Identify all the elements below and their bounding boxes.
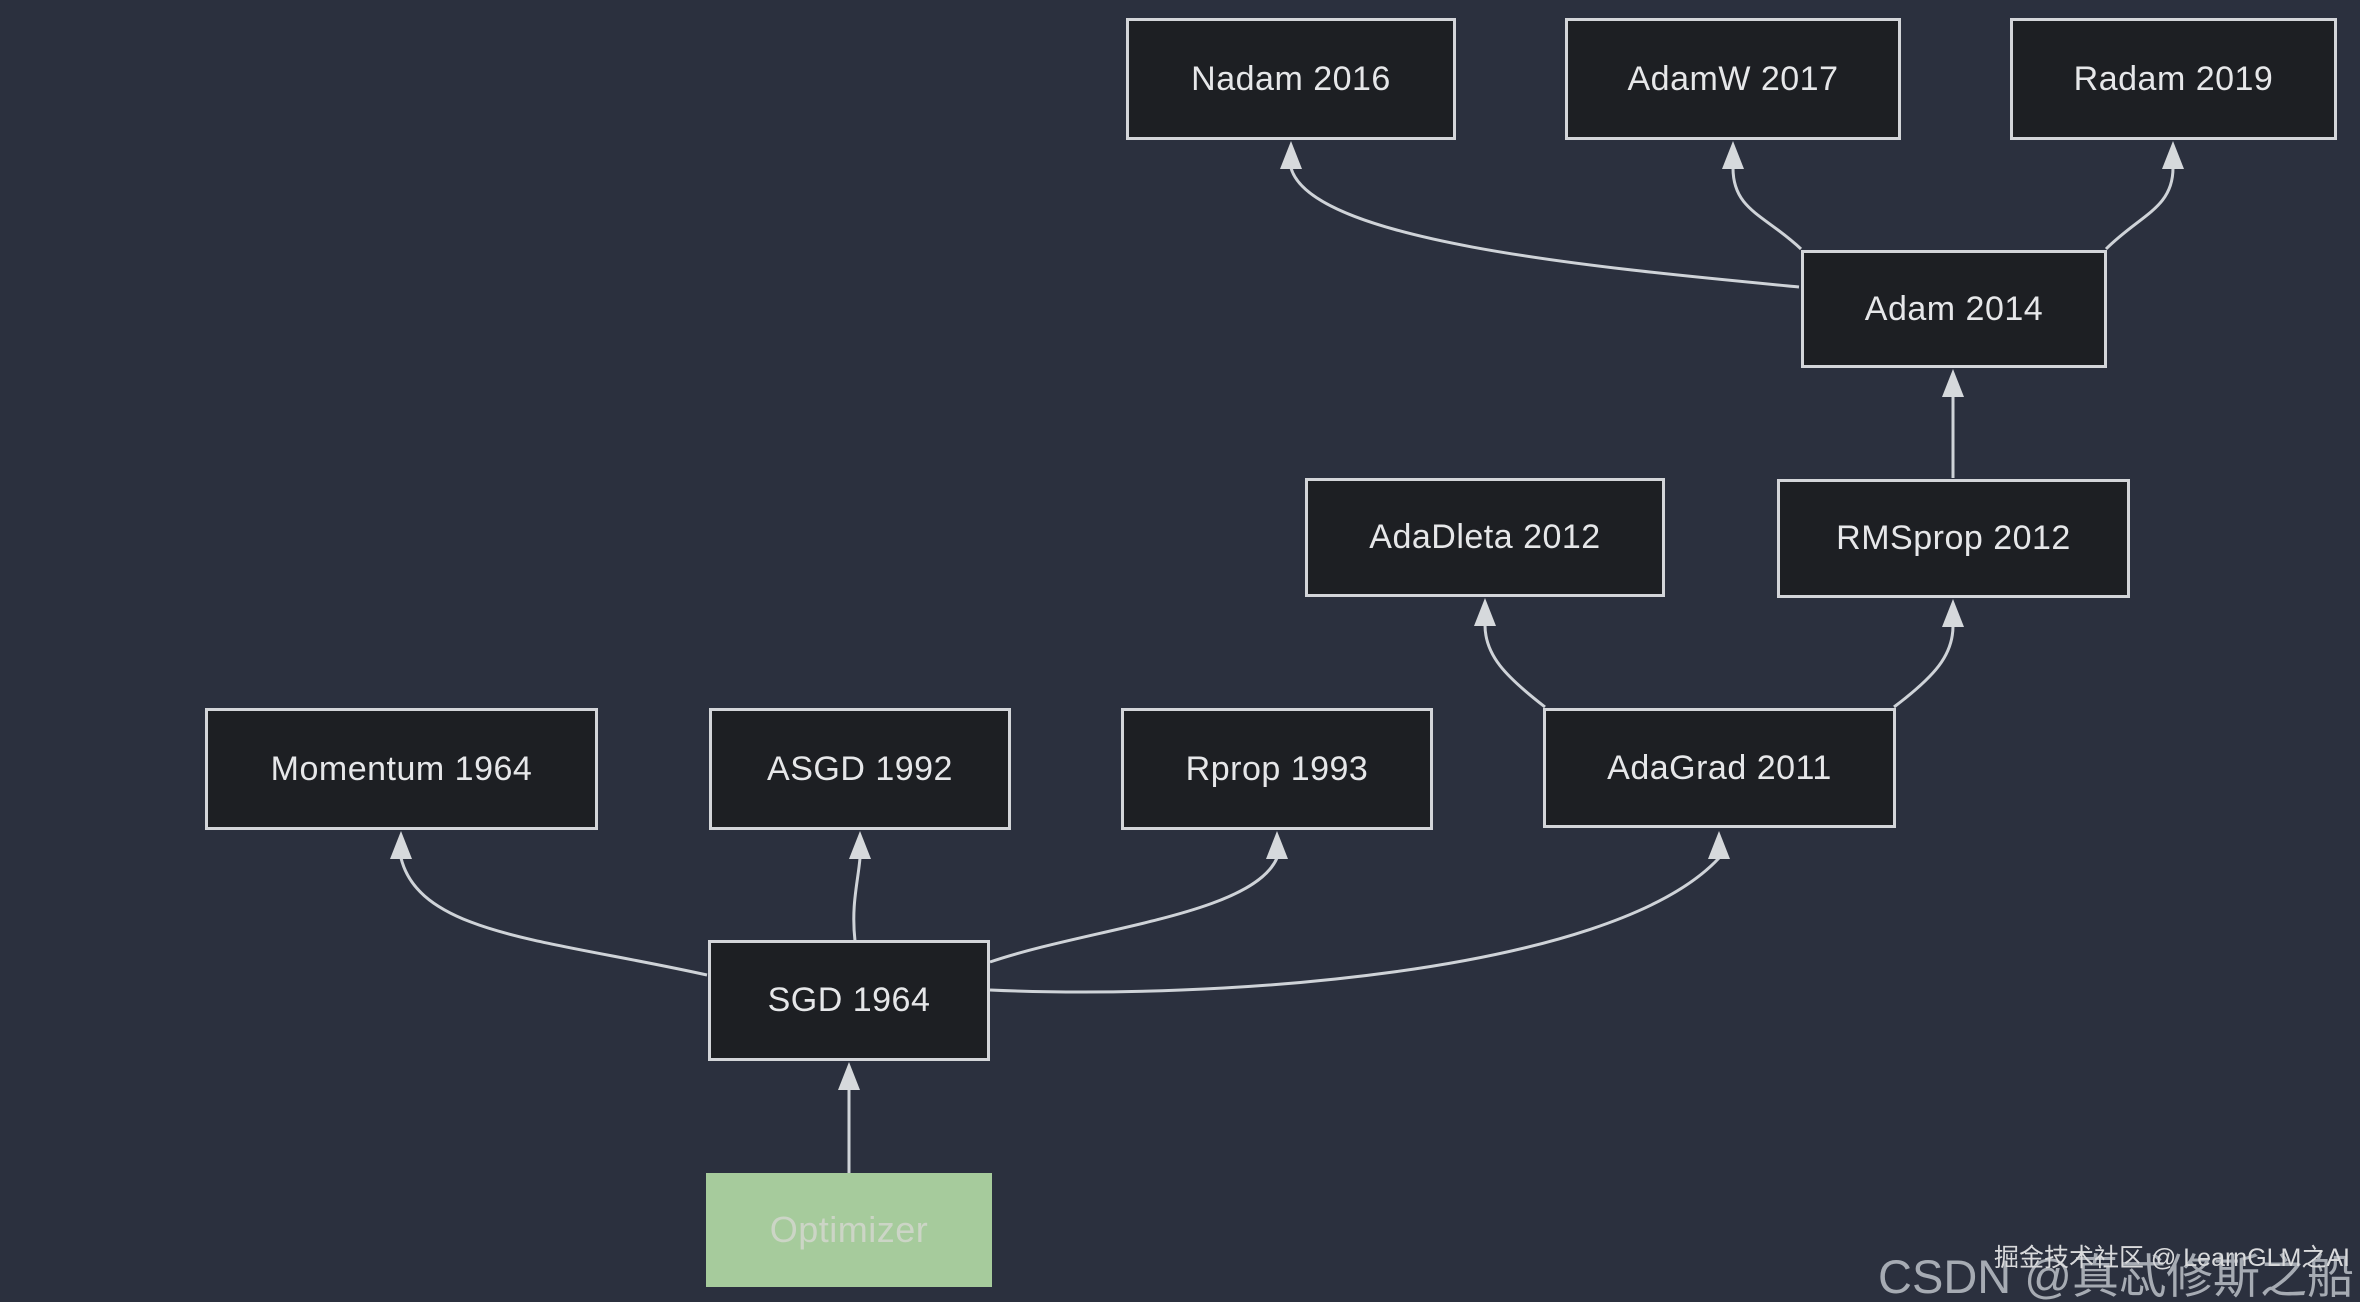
node-momentum-1964: Momentum 1964 [205, 708, 598, 830]
node-label: Rprop 1993 [1185, 749, 1369, 788]
arrowhead-asgd [849, 831, 871, 859]
edge-adam-radam [2104, 167, 2175, 251]
edge-sgd-rprop [989, 857, 1279, 964]
edge-sgd-momentum [399, 857, 708, 977]
arrowhead-adamw [1722, 141, 1744, 169]
arrowhead-radam [2162, 141, 2184, 169]
node-label: Adam 2014 [1864, 289, 2044, 328]
node-sgd-1964: SGD 1964 [708, 940, 990, 1061]
node-label: AdamW 2017 [1627, 59, 1839, 98]
node-optimizer: Optimizer [706, 1173, 992, 1287]
arrowhead-adadleta [1474, 598, 1496, 626]
node-adagrad-2011: AdaGrad 2011 [1543, 708, 1896, 828]
edge-adagrad-adadleta [1483, 624, 1546, 709]
node-label: SGD 1964 [767, 981, 931, 1019]
node-adam-2014: Adam 2014 [1801, 250, 2107, 368]
arrowhead-rmsprop [1942, 599, 1964, 627]
node-rmsprop-2012: RMSprop 2012 [1777, 479, 2130, 598]
arrowhead-adam [1942, 369, 1964, 397]
node-adamw-2017: AdamW 2017 [1565, 18, 1901, 140]
node-label: Momentum 1964 [270, 749, 533, 788]
arrowhead-nadam [1280, 141, 1302, 169]
edge-sgd-asgd [852, 857, 862, 942]
node-radam-2019: Radam 2019 [2010, 18, 2337, 140]
edge-adagrad-rmsprop [1893, 625, 1955, 709]
arrowhead-sgd [838, 1062, 860, 1090]
node-adadleta-2012: AdaDleta 2012 [1305, 478, 1665, 597]
node-nadam-2016: Nadam 2016 [1126, 18, 1456, 140]
edge-adam-nadam [1289, 167, 1800, 289]
node-label: ASGD 1992 [767, 749, 953, 788]
node-label: Nadam 2016 [1191, 59, 1391, 98]
arrowhead-adagrad [1708, 831, 1730, 859]
node-label: RMSprop 2012 [1836, 519, 2071, 557]
node-rprop-1993: Rprop 1993 [1121, 708, 1433, 830]
edge-sgd-adagrad [989, 856, 1721, 994]
arrowhead-rprop [1266, 831, 1288, 859]
edge-adam-adamw [1731, 167, 1803, 251]
juejin-watermark: 掘金技术社区 @ LearnGLM之AI [1993, 1244, 2350, 1272]
node-label: Optimizer [769, 1209, 929, 1250]
node-label: AdaGrad 2011 [1607, 748, 1832, 787]
arrowhead-momentum [390, 831, 412, 859]
node-label: Radam 2019 [2073, 59, 2274, 98]
node-asgd-1992: ASGD 1992 [709, 708, 1011, 830]
node-label: AdaDleta 2012 [1369, 518, 1601, 556]
csdn-watermark: CSDN @真忒修斯之船 [1878, 1250, 2354, 1302]
